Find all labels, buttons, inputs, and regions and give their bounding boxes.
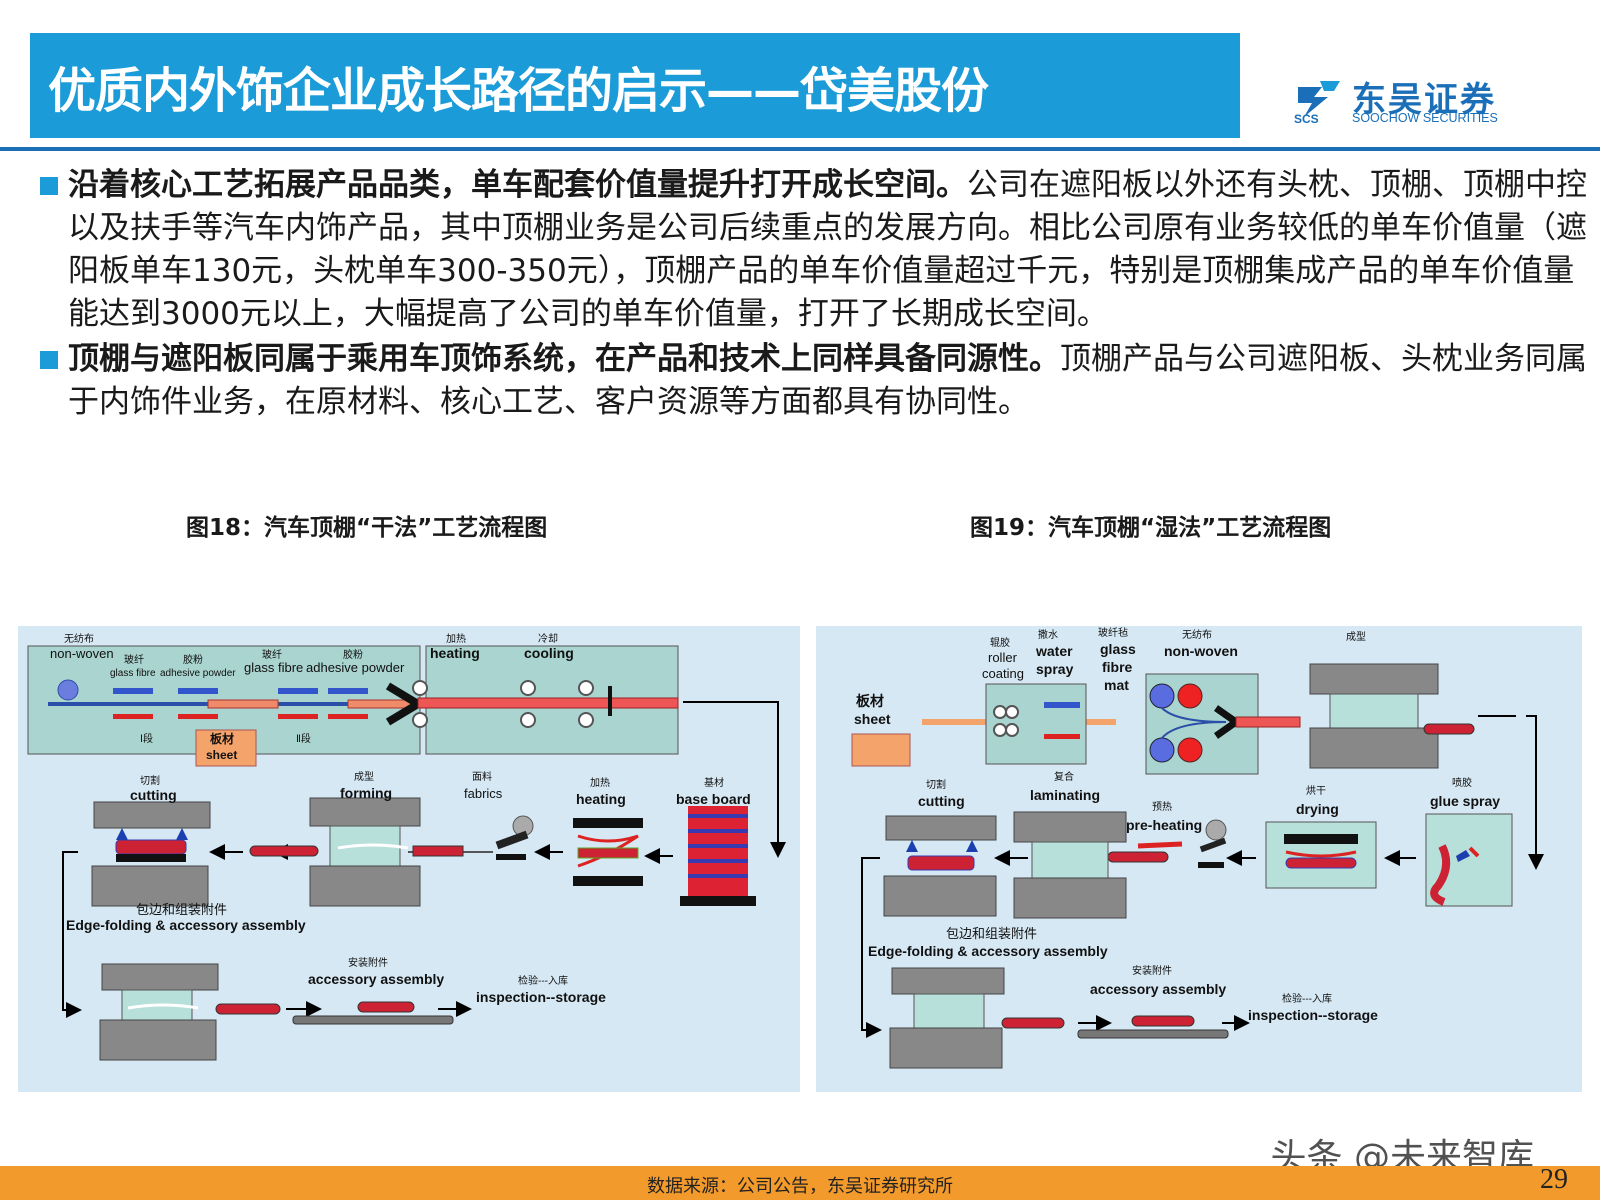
label-forming-cn: 成型 (354, 772, 374, 783)
label-insp-en: inspection--storage (476, 989, 606, 1005)
label-roller-en1: roller (988, 650, 1017, 665)
label-adh1-en: adhesive powder (160, 668, 236, 679)
label-glass2-en: glass fibre (244, 660, 304, 675)
label-stage-1: Ⅰ段 (140, 734, 153, 745)
label-dry-en: drying (1296, 801, 1339, 817)
label-glass-en3: mat (1104, 677, 1129, 693)
data-source: 数据来源：公司公告，东吴证券研究所 (647, 1176, 953, 1197)
label-acc-en: accessory assembly (308, 971, 445, 987)
label-heating-en: heating (430, 645, 480, 661)
label-water-en2: spray (1036, 661, 1074, 677)
label-lam-cn: 复合 (1054, 772, 1074, 783)
label-cutting-cn: 切割 (926, 780, 946, 791)
label-nonwoven-cn: 无纺布 (1182, 630, 1212, 641)
figure-18-dry-process-diagram: 无纺布 non-woven 玻纤 glass fibre 胶粉 adhesive… (18, 626, 800, 1092)
label-edge-en: Edge-folding & accessory assembly (66, 917, 306, 933)
label-sheet-cn: 板材 (210, 732, 235, 746)
figure-18-caption: 图18：汽车顶棚“干法”工艺流程图 (186, 515, 548, 541)
label-glass-en1: glass (1100, 641, 1136, 657)
label-edge-cn: 包边和组装附件 (946, 926, 1038, 941)
bullet-item-1: 沿着核心工艺拓展产品品类，单车配套价值量提升打开成长空间。公司在遮阳板以外还有头… (38, 164, 1590, 336)
label-glass-en2: fibre (1102, 659, 1133, 675)
label-water-cn: 撒水 (1038, 630, 1058, 641)
label-cutting-en: cutting (918, 793, 965, 809)
label-pre-en: pre-heating (1126, 817, 1203, 833)
title-bar: 优质内外饰企业成长路径的启示——岱美股份 (30, 33, 1240, 138)
label-fabrics-en: fabrics (464, 786, 503, 801)
bullet-1-body: 公司在遮阳板以外还有头枕、顶棚、顶棚中控以及扶手等汽车内饰产品，其中顶棚业务是公… (68, 167, 1587, 332)
label-sheet-cn: 板材 (856, 693, 884, 709)
label-glass2-cn: 玻纤 (262, 650, 282, 661)
label-glass-cn: 玻纤毡 (1098, 628, 1128, 639)
label-forming-cn: 成型 (1346, 632, 1366, 643)
label-heating-cn: 加热 (446, 634, 466, 645)
bullet-list: 沿着核心工艺拓展产品品类，单车配套价值量提升打开成长空间。公司在遮阳板以外还有头… (38, 164, 1590, 426)
label-sheet-en: sheet (854, 711, 891, 727)
label-glass1-en: glass fibre (110, 668, 156, 679)
label-glue-en: glue spray (1430, 793, 1501, 809)
label-insp-cn: 检验---入库 (518, 976, 568, 987)
company-logo: 东吴证券 SCS SOOCHOW SECURITIES (1294, 72, 1534, 128)
label-cooling-en: cooling (524, 645, 574, 661)
logo-english-name: SOOCHOW SECURITIES (1352, 111, 1498, 125)
footer-bar (0, 1166, 1600, 1200)
label-cutting-en: cutting (130, 787, 177, 803)
label-heat2-en: heating (576, 791, 626, 807)
label-heat2-cn: 加热 (590, 778, 610, 789)
bullet-1-lead: 沿着核心工艺拓展产品品类，单车配套价值量提升打开成长空间。 (68, 167, 967, 203)
label-lam-en: laminating (1030, 787, 1101, 803)
label-roller-cn: 辊胶 (990, 638, 1010, 649)
label-edge-en: Edge-folding & accessory assembly (868, 943, 1108, 959)
label-insp-en: inspection--storage (1248, 1007, 1378, 1023)
label-cutting-cn: 切割 (140, 776, 160, 787)
wet-process-drawing (851, 663, 1544, 1069)
label-nonwoven-en: non-woven (50, 646, 114, 661)
label-cooling-cn: 冷却 (538, 634, 558, 645)
page-number: 29 (1540, 1164, 1568, 1195)
label-glass1-cn: 玻纤 (124, 655, 144, 666)
label-glue-cn: 喷胶 (1452, 778, 1472, 789)
label-nonwoven-cn: 无纺布 (64, 634, 94, 645)
soochow-logo-icon (1298, 81, 1340, 117)
label-fabrics-cn: 面料 (472, 772, 492, 783)
label-forming-en: forming (340, 785, 393, 801)
label-base-cn: 基材 (704, 778, 724, 789)
label-pre-cn: 预热 (1152, 802, 1172, 813)
label-sheet-en: sheet (206, 748, 238, 762)
label-adh2-cn: 胶粉 (343, 650, 363, 661)
figure-19-wet-process-diagram: 板材 sheet 辊胶 roller coating 撒水 water spra… (816, 626, 1582, 1092)
label-acc-cn: 安装附件 (348, 958, 388, 969)
label-roller-en2: coating (982, 666, 1024, 681)
label-water-en1: water (1036, 643, 1073, 659)
bullet-2-body: 顶棚产品与公司遮阳板、头枕业务同属于内饰件业务，在原材料、核心工艺、客户资源等方… (68, 341, 1587, 420)
label-acc-cn: 安装附件 (1132, 966, 1172, 977)
dry-process-drawing (27, 645, 786, 1061)
page-title: 优质内外饰企业成长路径的启示——岱美股份 (48, 62, 989, 119)
header-divider (0, 147, 1600, 151)
label-adh1-cn: 胶粉 (183, 655, 203, 666)
label-acc-en: accessory assembly (1090, 981, 1227, 997)
label-base-en: base board (676, 791, 751, 807)
label-stage-2: Ⅱ段 (296, 734, 311, 745)
logo-abbreviation: SCS (1294, 112, 1319, 126)
logo-chinese-name: 东吴证券 (1352, 80, 1496, 120)
label-nonwoven-en: non-woven (1164, 643, 1238, 659)
label-edge-cn: 包边和组装附件 (136, 902, 228, 917)
label-insp-cn: 检验---入库 (1282, 994, 1332, 1005)
label-adh2-en: adhesive powder (306, 660, 405, 675)
label-dry-cn: 烘干 (1306, 786, 1326, 797)
bullet-item-2: 顶棚与遮阳板同属于乘用车顶饰系统，在产品和技术上同样具备同源性。顶棚产品与公司遮… (38, 338, 1590, 424)
bullet-2-lead: 顶棚与遮阳板同属于乘用车顶饰系统，在产品和技术上同样具备同源性。 (68, 341, 1060, 377)
figure-19-caption: 图19：汽车顶棚“湿法”工艺流程图 (970, 515, 1332, 541)
